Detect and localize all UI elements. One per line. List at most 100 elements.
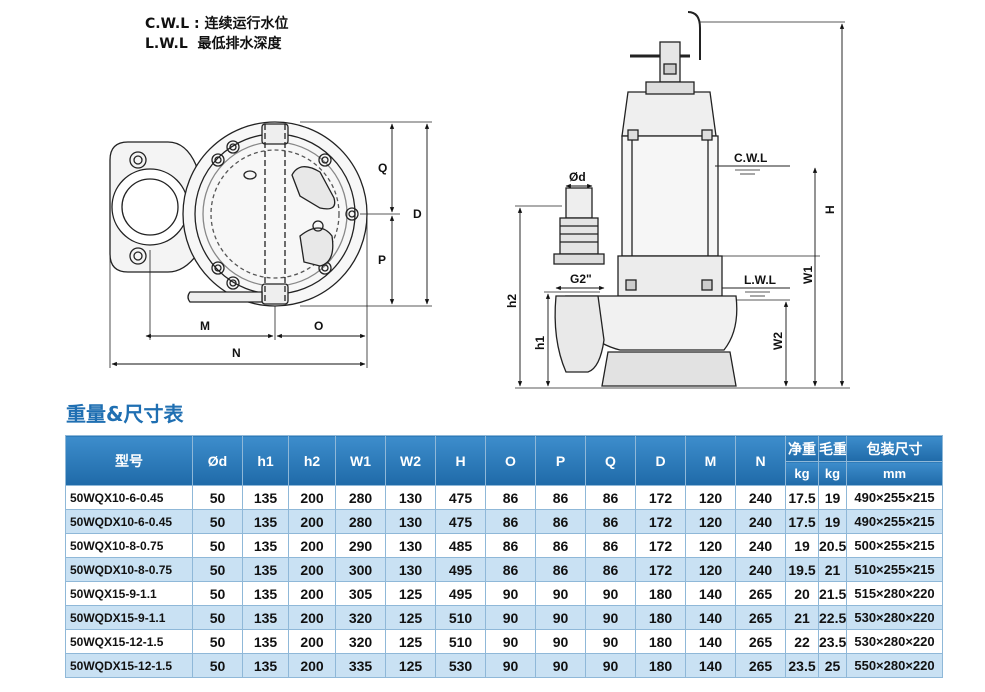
cell-h: 475 bbox=[435, 485, 486, 510]
cell-w2: 130 bbox=[385, 509, 436, 534]
cell-w1: 305 bbox=[335, 581, 386, 606]
dim-q-label: Q bbox=[378, 161, 387, 175]
side-view-dimensions bbox=[517, 23, 845, 387]
cell-n: 240 bbox=[735, 509, 786, 534]
cell-gross-weight: 19 bbox=[818, 509, 847, 534]
cell-model: 50WQX15-12-1.5 bbox=[65, 629, 193, 654]
cell-od: 50 bbox=[192, 581, 243, 606]
cell-q: 90 bbox=[585, 653, 636, 678]
unit-gross-weight: kg bbox=[818, 461, 847, 486]
cell-w2: 130 bbox=[385, 557, 436, 582]
cell-h2: 200 bbox=[288, 653, 336, 678]
cell-p: 86 bbox=[535, 557, 586, 582]
table-header-row: 型号 Ød h1 h2 W1 W2 H O P Q D M N 净重 毛重 包装… bbox=[65, 435, 943, 486]
cell-o: 90 bbox=[485, 581, 536, 606]
dim-m-label: M bbox=[200, 319, 210, 333]
cell-package-size: 550×280×220 bbox=[846, 653, 943, 678]
cell-m: 140 bbox=[685, 581, 736, 606]
cell-w1: 280 bbox=[335, 509, 386, 534]
legend-cwl: C.W.L : 连续运行水位 bbox=[145, 16, 289, 32]
cell-net-weight: 20 bbox=[785, 581, 819, 606]
cell-o: 86 bbox=[485, 533, 536, 558]
top-view-dimensions bbox=[111, 123, 430, 367]
cell-package-size: 500×255×215 bbox=[846, 533, 943, 558]
weight-dimension-table: 型号 Ød h1 h2 W1 W2 H O P Q D M N 净重 毛重 包装… bbox=[65, 435, 943, 678]
cell-d: 180 bbox=[635, 581, 686, 606]
cell-h2: 200 bbox=[288, 605, 336, 630]
cell-gross-weight: 21 bbox=[818, 557, 847, 582]
dim-n-label: N bbox=[232, 346, 241, 360]
col-header-h1: h1 bbox=[242, 435, 289, 486]
cell-m: 120 bbox=[685, 557, 736, 582]
cell-package-size: 490×255×215 bbox=[846, 509, 943, 534]
pump-dimension-drawing: Q P D M O N bbox=[109, 11, 850, 389]
cell-h: 495 bbox=[435, 557, 486, 582]
cell-net-weight: 19 bbox=[785, 533, 819, 558]
cell-od: 50 bbox=[192, 557, 243, 582]
cell-p: 86 bbox=[535, 533, 586, 558]
cell-d: 172 bbox=[635, 509, 686, 534]
col-header-q: Q bbox=[585, 435, 636, 486]
cell-package-size: 530×280×220 bbox=[846, 605, 943, 630]
cell-p: 90 bbox=[535, 629, 586, 654]
cell-net-weight: 21 bbox=[785, 605, 819, 630]
cell-n: 265 bbox=[735, 581, 786, 606]
cell-h: 475 bbox=[435, 509, 486, 534]
cell-od: 50 bbox=[192, 485, 243, 510]
dim-d-label: D bbox=[413, 207, 422, 221]
cell-model: 50WQDX10-6-0.45 bbox=[65, 509, 193, 534]
dim-p-label: P bbox=[378, 253, 386, 267]
cell-q: 86 bbox=[585, 533, 636, 558]
table-title: 重量&尺寸表 bbox=[66, 402, 184, 426]
cell-w1: 320 bbox=[335, 629, 386, 654]
cell-n: 240 bbox=[735, 485, 786, 510]
cell-d: 180 bbox=[635, 605, 686, 630]
cell-h2: 200 bbox=[288, 581, 336, 606]
cell-package-size: 490×255×215 bbox=[846, 485, 943, 510]
cell-m: 140 bbox=[685, 629, 736, 654]
cell-d: 172 bbox=[635, 485, 686, 510]
col-header-net-weight: 净重 bbox=[785, 435, 819, 462]
cell-o: 86 bbox=[485, 557, 536, 582]
dim-od-label: Ød bbox=[569, 170, 586, 184]
pump-top-view bbox=[109, 121, 432, 368]
cell-gross-weight: 19 bbox=[818, 485, 847, 510]
cell-q: 86 bbox=[585, 485, 636, 510]
col-header-h: H bbox=[435, 435, 486, 486]
cell-w1: 320 bbox=[335, 605, 386, 630]
cell-p: 86 bbox=[535, 509, 586, 534]
dim-h-label: H bbox=[823, 205, 837, 214]
dim-w1-label: W1 bbox=[801, 266, 815, 284]
cell-d: 172 bbox=[635, 557, 686, 582]
cell-n: 265 bbox=[735, 653, 786, 678]
cell-gross-weight: 25 bbox=[818, 653, 847, 678]
cell-q: 90 bbox=[585, 605, 636, 630]
cell-h2: 200 bbox=[288, 485, 336, 510]
cell-h2: 200 bbox=[288, 509, 336, 534]
col-header-package-size: 包装尺寸 bbox=[846, 435, 943, 462]
col-header-gross-weight: 毛重 bbox=[818, 435, 847, 462]
cell-m: 120 bbox=[685, 485, 736, 510]
cell-m: 140 bbox=[685, 605, 736, 630]
cell-model: 50WQDX15-12-1.5 bbox=[65, 653, 193, 678]
cell-w1: 290 bbox=[335, 533, 386, 558]
col-header-w1: W1 bbox=[335, 435, 386, 486]
cell-d: 180 bbox=[635, 653, 686, 678]
cell-od: 50 bbox=[192, 605, 243, 630]
cell-h: 510 bbox=[435, 629, 486, 654]
cell-package-size: 530×280×220 bbox=[846, 629, 943, 654]
cell-model: 50WQDX15-9-1.1 bbox=[65, 605, 193, 630]
cell-gross-weight: 20.5 bbox=[818, 533, 847, 558]
cell-d: 172 bbox=[635, 533, 686, 558]
cell-net-weight: 22 bbox=[785, 629, 819, 654]
cwl-mark-label: C.W.L bbox=[734, 151, 767, 165]
dim-g2-label: G2" bbox=[570, 272, 592, 286]
cell-gross-weight: 21.5 bbox=[818, 581, 847, 606]
cell-gross-weight: 23.5 bbox=[818, 629, 847, 654]
cell-od: 50 bbox=[192, 533, 243, 558]
